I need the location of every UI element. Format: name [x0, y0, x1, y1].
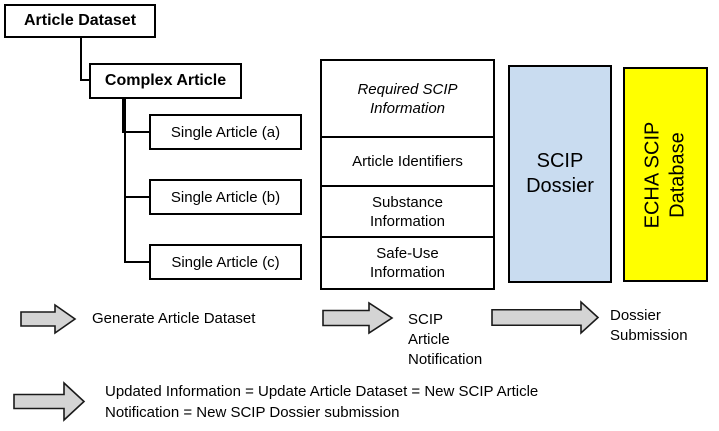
scip-info-row-safe-use-information: Safe-Use Information [322, 236, 493, 288]
flow-step3-arrow [491, 300, 600, 335]
dossier-submission-label: Dossier Submission [610, 307, 688, 344]
echa-database-label: ECHA SCIP Database [641, 121, 689, 228]
scip-dossier-box: SCIP Dossier [508, 65, 612, 283]
connector-line [124, 261, 149, 263]
scip-dossier-label: SCIP Dossier [526, 150, 594, 197]
update-cycle-note: Updated Information = Update Article Dat… [105, 383, 539, 421]
arrow-right-icon [322, 301, 394, 335]
single-article-c-box: Single Article (c) [149, 244, 302, 280]
single-article-c-label: Single Article (c) [171, 253, 280, 271]
flow-step2-arrow [322, 301, 394, 335]
flow-step1-arrow [20, 303, 77, 335]
article-dataset-label: Article Dataset [23, 12, 137, 29]
scip-article-notification-label: SCIP Article Notification [408, 311, 483, 368]
connector-line [122, 99, 126, 133]
generate-article-dataset-label: Generate Article Dataset [92, 310, 256, 327]
scip-info-row-substance-information: Substance Information [322, 185, 493, 236]
connector-line [80, 38, 82, 81]
echa-database-box: ECHA SCIP Database [623, 67, 708, 282]
arrow-right-icon [20, 303, 77, 335]
article-dataset-box: Article Dataset [4, 4, 156, 38]
single-article-b-label: Single Article (b) [170, 188, 281, 206]
scip-info-table: Required SCIP Information Article Identi… [320, 59, 495, 290]
single-article-a-box: Single Article (a) [149, 114, 302, 150]
scip-info-table-header: Required SCIP Information [357, 80, 458, 117]
complex-article-box: Complex Article [89, 63, 242, 99]
arrow-right-icon [13, 381, 86, 422]
single-article-b-box: Single Article (b) [149, 179, 302, 215]
single-article-a-label: Single Article (a) [170, 123, 281, 141]
complex-article-label: Complex Article [104, 72, 227, 89]
connector-line [124, 196, 149, 198]
connector-line [80, 79, 90, 81]
arrow-right-icon [491, 300, 600, 335]
update-cycle-arrow [13, 381, 86, 422]
connector-line [124, 131, 149, 133]
scip-info-row-article-identifiers: Article Identifiers [322, 136, 493, 185]
